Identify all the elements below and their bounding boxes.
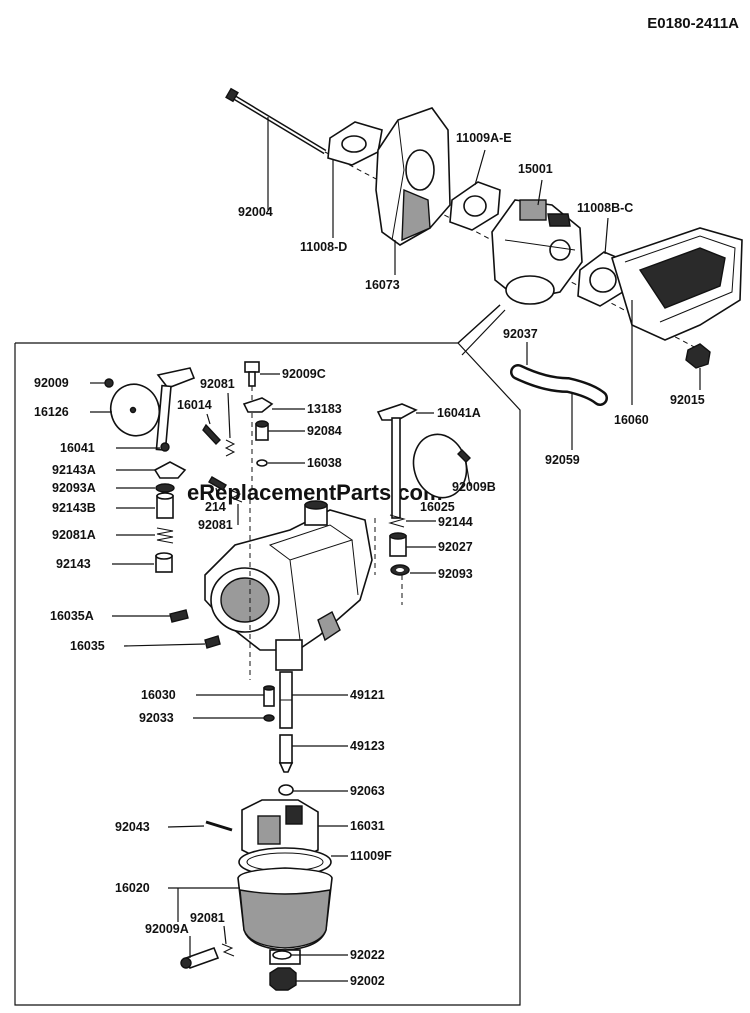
label-92063: 92063 (350, 784, 385, 798)
label-92022: 92022 (350, 948, 385, 962)
hose-92059 (510, 364, 608, 406)
label-11008-d: 11008-D (300, 240, 347, 254)
label-92009c: 92009C (282, 367, 326, 381)
jet-16030 (263, 685, 275, 707)
label-92043: 92043 (115, 820, 150, 834)
label-92143a: 92143A (52, 463, 96, 477)
part-214 (208, 476, 227, 491)
oring-92063 (278, 784, 294, 796)
label-16035: 16035 (70, 639, 105, 653)
label-11008b-c: 11008B-C (577, 201, 633, 215)
label-92009a: 92009A (145, 922, 189, 936)
float-bowl-16020 (237, 867, 333, 965)
label-13183: 13183 (307, 402, 342, 416)
lever-13183 (242, 397, 274, 413)
diagram-id: E0180-2411A (647, 15, 739, 32)
spring-cap-92143a (153, 461, 187, 479)
label-16041: 16041 (60, 441, 95, 455)
label-16014: 16014 (177, 398, 212, 412)
label-92093a: 92093A (52, 481, 96, 495)
screw-16035 (204, 635, 221, 649)
label-92143b: 92143B (52, 501, 96, 515)
label-15001: 15001 (518, 162, 553, 176)
throttle-plate-16126 (109, 383, 161, 437)
label-92081-bottom: 92081 (190, 911, 225, 925)
label-49121: 49121 (350, 688, 385, 702)
label-16025: 16025 (420, 500, 455, 514)
gasket-11009a-e (449, 181, 501, 231)
label-16126: 16126 (34, 405, 69, 419)
air-cleaner-base-16060 (611, 227, 743, 341)
label-92084: 92084 (307, 424, 342, 438)
oring-92033 (263, 714, 275, 722)
spring-92081-mid (229, 489, 243, 503)
label-92033: 92033 (139, 711, 174, 725)
label-92002: 92002 (350, 974, 385, 988)
collar-92027 (389, 532, 407, 557)
collar-92143 (155, 552, 173, 573)
seal-92093 (390, 564, 410, 576)
nut-92015 (685, 343, 711, 369)
label-92081-top: 92081 (200, 377, 235, 391)
jet-16038 (256, 459, 268, 467)
label-92009: 92009 (34, 376, 69, 390)
pin-92043 (205, 820, 233, 832)
label-16060: 16060 (614, 413, 649, 427)
jet-49123 (278, 734, 294, 773)
screw-92009c (244, 361, 260, 490)
label-16031: 16031 (350, 819, 385, 833)
label-92144: 92144 (438, 515, 473, 529)
carburetor-body (204, 490, 376, 680)
label-92004: 92004 (238, 205, 273, 219)
screw-92009 (104, 378, 114, 388)
idle-screw-16014 (202, 423, 221, 446)
label-92015: 92015 (670, 393, 705, 407)
collar-92143b (156, 492, 174, 519)
label-16020: 16020 (115, 881, 150, 895)
float-16031 (241, 799, 319, 861)
label-92143: 92143 (56, 557, 91, 571)
label-16030: 16030 (141, 688, 176, 702)
label-92009b: 92009B (452, 480, 496, 494)
jet-92084 (255, 420, 269, 441)
label-11009f: 11009F (350, 849, 392, 863)
bolt-92002 (269, 967, 297, 991)
label-92037: 92037 (503, 327, 538, 341)
screw-16035a (169, 609, 189, 623)
label-16073: 16073 (365, 278, 400, 292)
detail-frame (14, 304, 521, 1006)
choke-shaft-16041a (376, 403, 418, 519)
label-92059: 92059 (545, 453, 580, 467)
label-16035a: 16035A (50, 609, 94, 623)
label-11009a-e: 11009A-E (456, 131, 512, 145)
spring-92081a (156, 527, 174, 544)
throttle-shaft-16041 (155, 367, 196, 452)
spring-92081-top (224, 439, 236, 457)
label-49123: 49123 (350, 739, 385, 753)
label-92093: 92093 (438, 567, 473, 581)
label-16041a: 16041A (437, 406, 481, 420)
label-92081a: 92081A (52, 528, 96, 542)
spring-92081-bottom (221, 943, 235, 957)
screw-92009a (180, 946, 220, 970)
insulator-16073 (375, 107, 451, 246)
label-214: 214 (205, 500, 226, 514)
carburetor-15001 (491, 199, 583, 305)
label-92081-mid: 92081 (198, 518, 233, 532)
label-92027: 92027 (438, 540, 473, 554)
seal-92093a (155, 483, 175, 493)
label-16038: 16038 (307, 456, 342, 470)
spring-92144 (388, 514, 406, 528)
gasket-11008-d (327, 121, 383, 166)
emulsion-tube-49121 (279, 671, 293, 729)
washer-92022 (272, 950, 292, 960)
